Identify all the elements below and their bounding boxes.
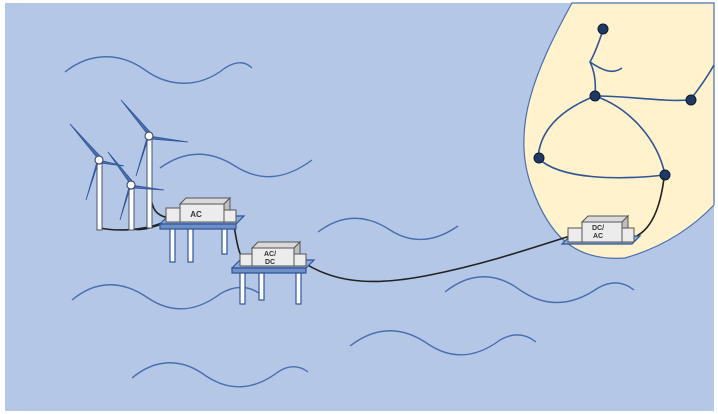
grid-node-icon (659, 169, 671, 181)
grid-line (537, 157, 666, 179)
dcac-label-line2: AC (593, 233, 603, 240)
dcac-converter-station: DC/ AC (560, 214, 642, 245)
wind-turbines (69, 99, 189, 231)
ac-label: AC (190, 210, 202, 219)
grid-node-icon (533, 152, 545, 164)
wave (317, 217, 459, 241)
land-area (523, 2, 715, 259)
grid-nodes (533, 23, 697, 181)
grid-node-icon (589, 90, 601, 102)
wave (64, 56, 253, 84)
grid-line (594, 95, 691, 102)
grid-line (594, 95, 666, 176)
wind-turbine-icon (69, 123, 125, 231)
converter-box-icon (567, 214, 635, 244)
converter-box-icon (165, 196, 237, 224)
wind-turbine-icon (120, 99, 189, 229)
grid-node-icon (685, 94, 697, 106)
acdc-label-line1: AC/ (264, 251, 276, 258)
grid-line (537, 95, 596, 159)
acdc-label-line2: DC (265, 259, 275, 266)
wave (131, 362, 309, 388)
ac-substation: AC (158, 196, 246, 263)
grid-node-icon (597, 23, 609, 35)
hvdc-export-cable (305, 235, 571, 283)
wave (349, 330, 537, 356)
grid-line (589, 61, 623, 73)
wave (159, 153, 313, 178)
wave (444, 276, 635, 304)
wind-turbine-icon (107, 151, 165, 231)
acdc-converter-station: AC/ DC (230, 240, 316, 305)
dcac-label-line1: DC/ (592, 225, 604, 232)
converter-box-icon (239, 240, 307, 268)
